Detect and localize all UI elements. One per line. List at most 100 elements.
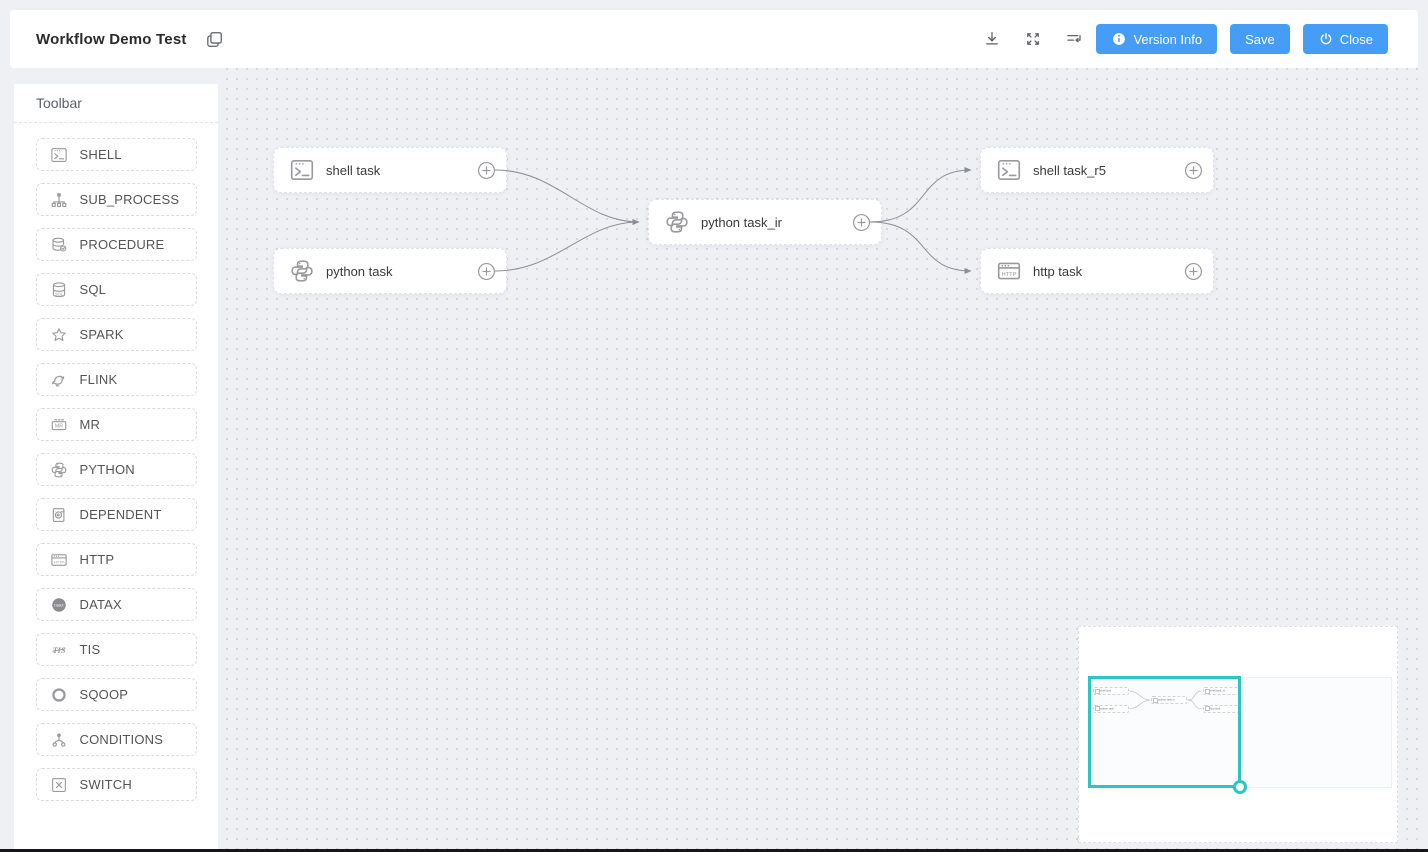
task-node-label: python task_ir [701,214,782,230]
toolbar-title: Toolbar [14,84,218,123]
svg-text:DataX: DataX [54,603,64,607]
toolbar-item-label: SWITCH [79,777,132,792]
shell-icon [289,157,315,183]
format-dag-icon[interactable] [1065,30,1083,48]
minimap-node-icon [1204,688,1210,694]
header-actions: Version Info Save Close [960,24,1418,54]
minimap-node-icon [1204,706,1210,712]
python-icon [50,461,68,479]
toolbar-item-spark[interactable]: SPARK [35,318,197,351]
minimap-task-node: python task [1093,704,1129,713]
task-node-label: python task [326,263,393,279]
minimap-node-icon [1153,697,1159,703]
minimap-task-node: shell task [1093,687,1129,696]
minimap-node-label: python task [1100,707,1114,711]
plus-connector-icon[interactable] [852,213,871,232]
plus-connector-icon[interactable] [1184,161,1203,180]
http-icon: HTTP [996,258,1022,284]
toolbar-item-list: SHELL SUB_PROCESS PROCEDURE SQL SQL SPARK FLIN… [14,123,218,801]
plus-connector-icon[interactable] [1184,262,1203,281]
toolbar-item-label: PROCEDURE [79,237,165,252]
toolbar-item-label: DATAX [79,597,122,612]
python-icon [664,209,690,235]
toolbar-item-tis[interactable]: TIS TIS [35,633,197,666]
svg-text:HTTP: HTTP [53,559,64,564]
minimap[interactable]: shell task python task python task_ir shell… [1078,626,1398,843]
svg-text:TIS: TIS [52,646,65,655]
power-icon [1318,31,1334,47]
toolbar-item-shell[interactable]: SHELL [35,138,197,171]
minimap-node-icon [1095,706,1100,712]
toolbar-item-python[interactable]: PYTHON [35,453,197,486]
minimap-viewport[interactable] [1088,676,1241,788]
toolbar-item-label: HTTP [79,552,115,567]
toolbar-item-sql[interactable]: SQL SQL [35,273,197,306]
minimap-resize-handle[interactable] [1233,780,1247,794]
plus-connector-icon[interactable] [477,262,496,281]
svg-text:SQL: SQL [54,291,63,296]
toolbar-item-sub_process[interactable]: SUB_PROCESS [35,183,197,216]
task-node-label: shell task_r5 [1033,162,1106,178]
toolbar-item-label: SHELL [79,147,122,162]
info-icon [1111,31,1127,47]
task-node[interactable]: HTTP http task [980,248,1214,294]
toolbar-item-label: SQL [79,282,107,297]
flink-icon [50,371,68,389]
toolbar-item-flink[interactable]: FLINK [35,363,197,396]
task-node[interactable]: shell task [273,147,507,193]
minimap-node-label: shell task_r5 [1209,689,1225,693]
tis-icon: TIS [50,641,68,659]
close-label: Close [1339,31,1373,47]
shell-icon [50,146,68,164]
sub-process-icon [50,191,68,209]
minimap-task-node: python task_ir [1151,696,1188,705]
copy-icon[interactable] [205,30,224,49]
toolbar-item-conditions[interactable]: CONDITIONS [35,723,197,756]
task-node-label: http task [1033,263,1083,279]
toolbar-item-switch[interactable]: SWITCH [35,768,197,801]
task-node[interactable]: python task [273,248,507,294]
spark-icon [50,326,68,344]
http-icon: HTTP [50,551,68,569]
toolbar-item-label: PYTHON [79,462,135,477]
toolbar-item-label: SPARK [79,327,124,342]
switch-icon [50,776,68,794]
shell-icon [996,157,1022,183]
toolbar-item-label: DEPENDENT [79,507,162,522]
toolbar-item-label: FLINK [79,372,118,387]
plus-connector-icon[interactable] [477,161,496,180]
sql-icon: SQL [50,281,68,299]
task-node[interactable]: python task_ir [648,199,882,245]
toolbar-item-label: TIS [79,642,101,657]
toolbar-item-procedure[interactable]: PROCEDURE [35,228,197,261]
svg-text:MR: MR [54,423,62,429]
toolbar-item-datax[interactable]: DataX DATAX [35,588,197,621]
conditions-icon [50,731,68,749]
dependent-icon [50,506,68,524]
task-node[interactable]: shell task_r5 [980,147,1214,193]
datax-icon: DataX [50,596,68,614]
download-icon[interactable] [983,30,1001,48]
save-label: Save [1245,31,1275,47]
toolbar-item-dependent[interactable]: DEPENDENT [35,498,197,531]
version-info-label: Version Info [1133,31,1203,47]
minimap-node-label: http task [1209,707,1220,711]
minimap-node-label: python task_ir [1158,698,1175,702]
toolbar-item-http[interactable]: HTTP HTTP [35,543,197,576]
fullscreen-icon[interactable] [1024,30,1042,48]
workflow-title: Workflow Demo Test [36,30,187,48]
python-icon [289,258,315,284]
header-bar: Workflow Demo Test Version Info Save Clo… [10,10,1418,68]
procedure-icon [50,236,68,254]
version-info-button[interactable]: Version Info [1096,24,1218,54]
toolbar-item-sqoop[interactable]: SQOOP [35,678,197,711]
toolbar-item-label: SQOOP [79,687,129,702]
sqoop-icon [50,686,68,704]
close-button[interactable]: Close [1302,24,1388,54]
save-button[interactable]: Save [1230,24,1290,54]
svg-text:HTTP: HTTP [1002,272,1017,278]
toolbar-item-label: CONDITIONS [79,732,164,747]
